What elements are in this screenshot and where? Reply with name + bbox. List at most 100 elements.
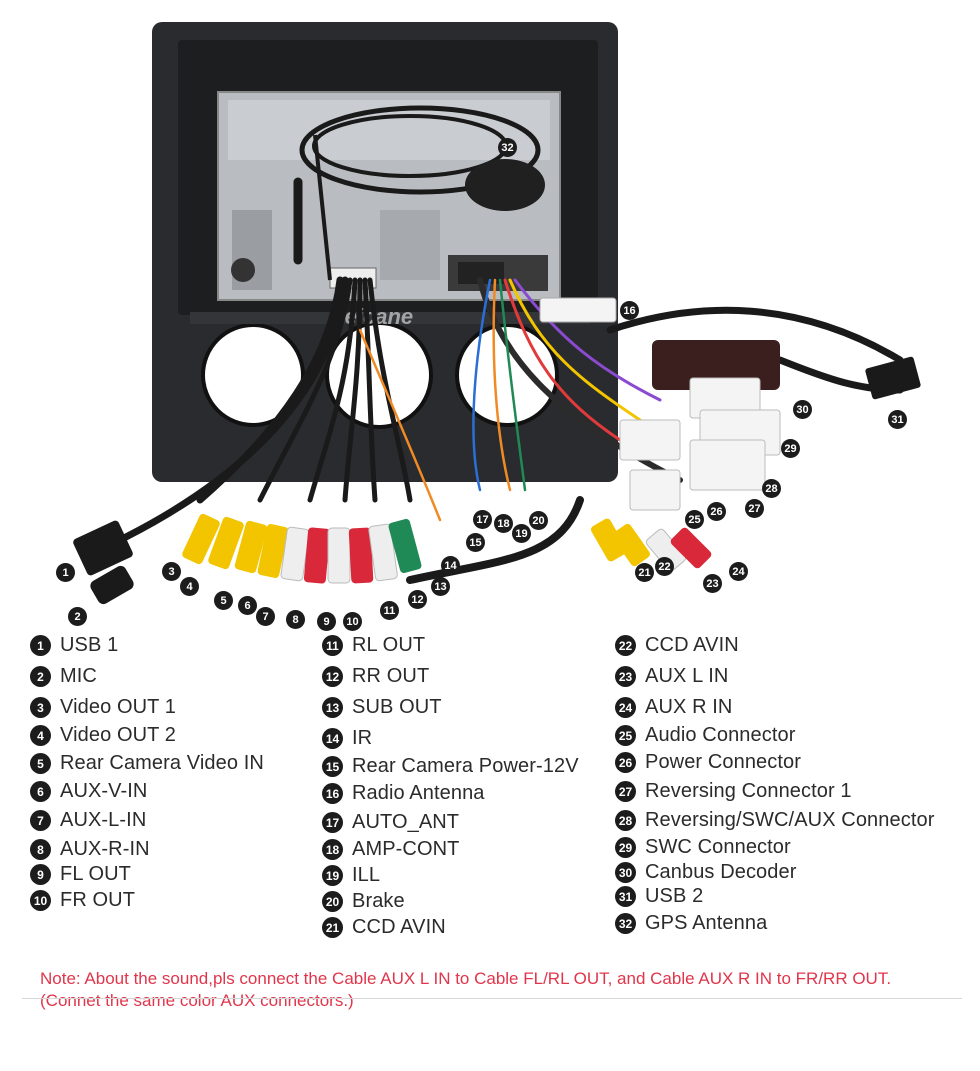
legend-number: 12: [322, 666, 343, 687]
divider: [22, 998, 962, 999]
legend-label: MIC: [60, 665, 97, 687]
legend-label: Brake: [352, 890, 405, 912]
legend-number: 15: [322, 756, 343, 777]
legend-item-10: 10 FR OUT: [30, 889, 135, 912]
legend-label: AUX-L-IN: [60, 809, 147, 831]
legend-label: Power Connector: [645, 751, 802, 773]
callout-15: 15: [466, 533, 485, 552]
callout-21: 21: [635, 563, 654, 582]
legend-item-13: 13 SUB OUT: [322, 696, 442, 719]
legend-item-12: 12 RR OUT: [322, 665, 429, 688]
legend-item-20: 20 Brake: [322, 890, 405, 913]
legend-label: RL OUT: [352, 634, 426, 656]
callout-10: 10: [343, 612, 362, 631]
legend-number: 20: [322, 891, 343, 912]
legend-number: 16: [322, 783, 343, 804]
legend-item-24: 24 AUX R IN: [615, 696, 732, 719]
callout-8: 8: [286, 610, 305, 629]
legend-number: 21: [322, 917, 343, 938]
legend-label: Audio Connector: [645, 724, 796, 746]
callout-22: 22: [655, 557, 674, 576]
callout-5: 5: [214, 591, 233, 610]
legend-label: Rear Camera Video IN: [60, 752, 264, 774]
legend-label: FR OUT: [60, 889, 136, 911]
legend-number: 13: [322, 697, 343, 718]
callout-28: 28: [762, 479, 781, 498]
legend-label: GPS Antenna: [645, 912, 768, 934]
callout-1: 1: [56, 563, 75, 582]
legend-number: 5: [30, 753, 51, 774]
legend-label: ILL: [352, 864, 381, 886]
legend-number: 31: [615, 886, 636, 907]
legend-label: AUX L IN: [645, 665, 729, 687]
legend-label: RR OUT: [352, 665, 430, 687]
callout-2: 2: [68, 607, 87, 626]
legend-label: AMP-CONT: [352, 838, 460, 860]
legend-item-5: 5 Rear Camera Video IN: [30, 752, 264, 775]
callout-30: 30: [793, 400, 812, 419]
callout-14: 14: [441, 556, 460, 575]
legend-number: 17: [322, 812, 343, 833]
usb1-connector: [73, 520, 133, 576]
callout-26: 26: [707, 502, 726, 521]
wiring-note: Note: About the sound,pls connect the Ca…: [40, 969, 892, 1010]
legend-label: USB 2: [645, 885, 704, 907]
legend-number: 27: [615, 781, 636, 802]
legend-label: Video OUT 1: [60, 696, 176, 718]
legend-number: 3: [30, 697, 51, 718]
radio-antenna-connector: [539, 297, 617, 323]
legend-number: 28: [615, 810, 636, 831]
callout-24: 24: [729, 562, 748, 581]
callout-9: 9: [317, 612, 336, 631]
legend-label: CCD AVIN: [645, 634, 739, 656]
legend-item-3: 3 Video OUT 1: [30, 696, 176, 719]
callout-25: 25: [685, 510, 704, 529]
legend-item-32: 32 GPS Antenna: [615, 912, 767, 935]
legend-label: AUX-V-IN: [60, 780, 148, 802]
legend-number: 32: [615, 913, 636, 934]
legend-number: 24: [615, 697, 636, 718]
legend-number: 8: [30, 839, 51, 860]
mic-connector: [90, 565, 134, 605]
legend-label: USB 1: [60, 634, 119, 656]
legend-item-25: 25 Audio Connector: [615, 724, 795, 747]
legend-label: AUX R IN: [645, 696, 733, 718]
gps-antenna-illustration: [299, 105, 545, 211]
callout-13: 13: [431, 577, 450, 596]
callout-20: 20: [529, 511, 548, 530]
legend-label: AUTO_ANT: [352, 811, 460, 833]
legend-label: SUB OUT: [352, 696, 442, 718]
callout-29: 29: [781, 439, 800, 458]
legend-item-7: 7 AUX-L-IN: [30, 809, 146, 832]
usb2-connector: [865, 356, 921, 400]
legend-number: 25: [615, 725, 636, 746]
legend-number: 1: [30, 635, 51, 656]
legend-number: 10: [30, 890, 51, 911]
callout-11: 11: [380, 601, 399, 620]
legend-number: 7: [30, 810, 51, 831]
product-photo: Seicane: [73, 22, 921, 605]
callout-31: 31: [888, 410, 907, 429]
callout-16: 16: [620, 301, 639, 320]
callout-12: 12: [408, 590, 427, 609]
legend-label: Video OUT 2: [60, 724, 176, 746]
legend-label: Canbus Decoder: [645, 861, 797, 883]
legend-item-31: 31 USB 2: [615, 885, 703, 908]
